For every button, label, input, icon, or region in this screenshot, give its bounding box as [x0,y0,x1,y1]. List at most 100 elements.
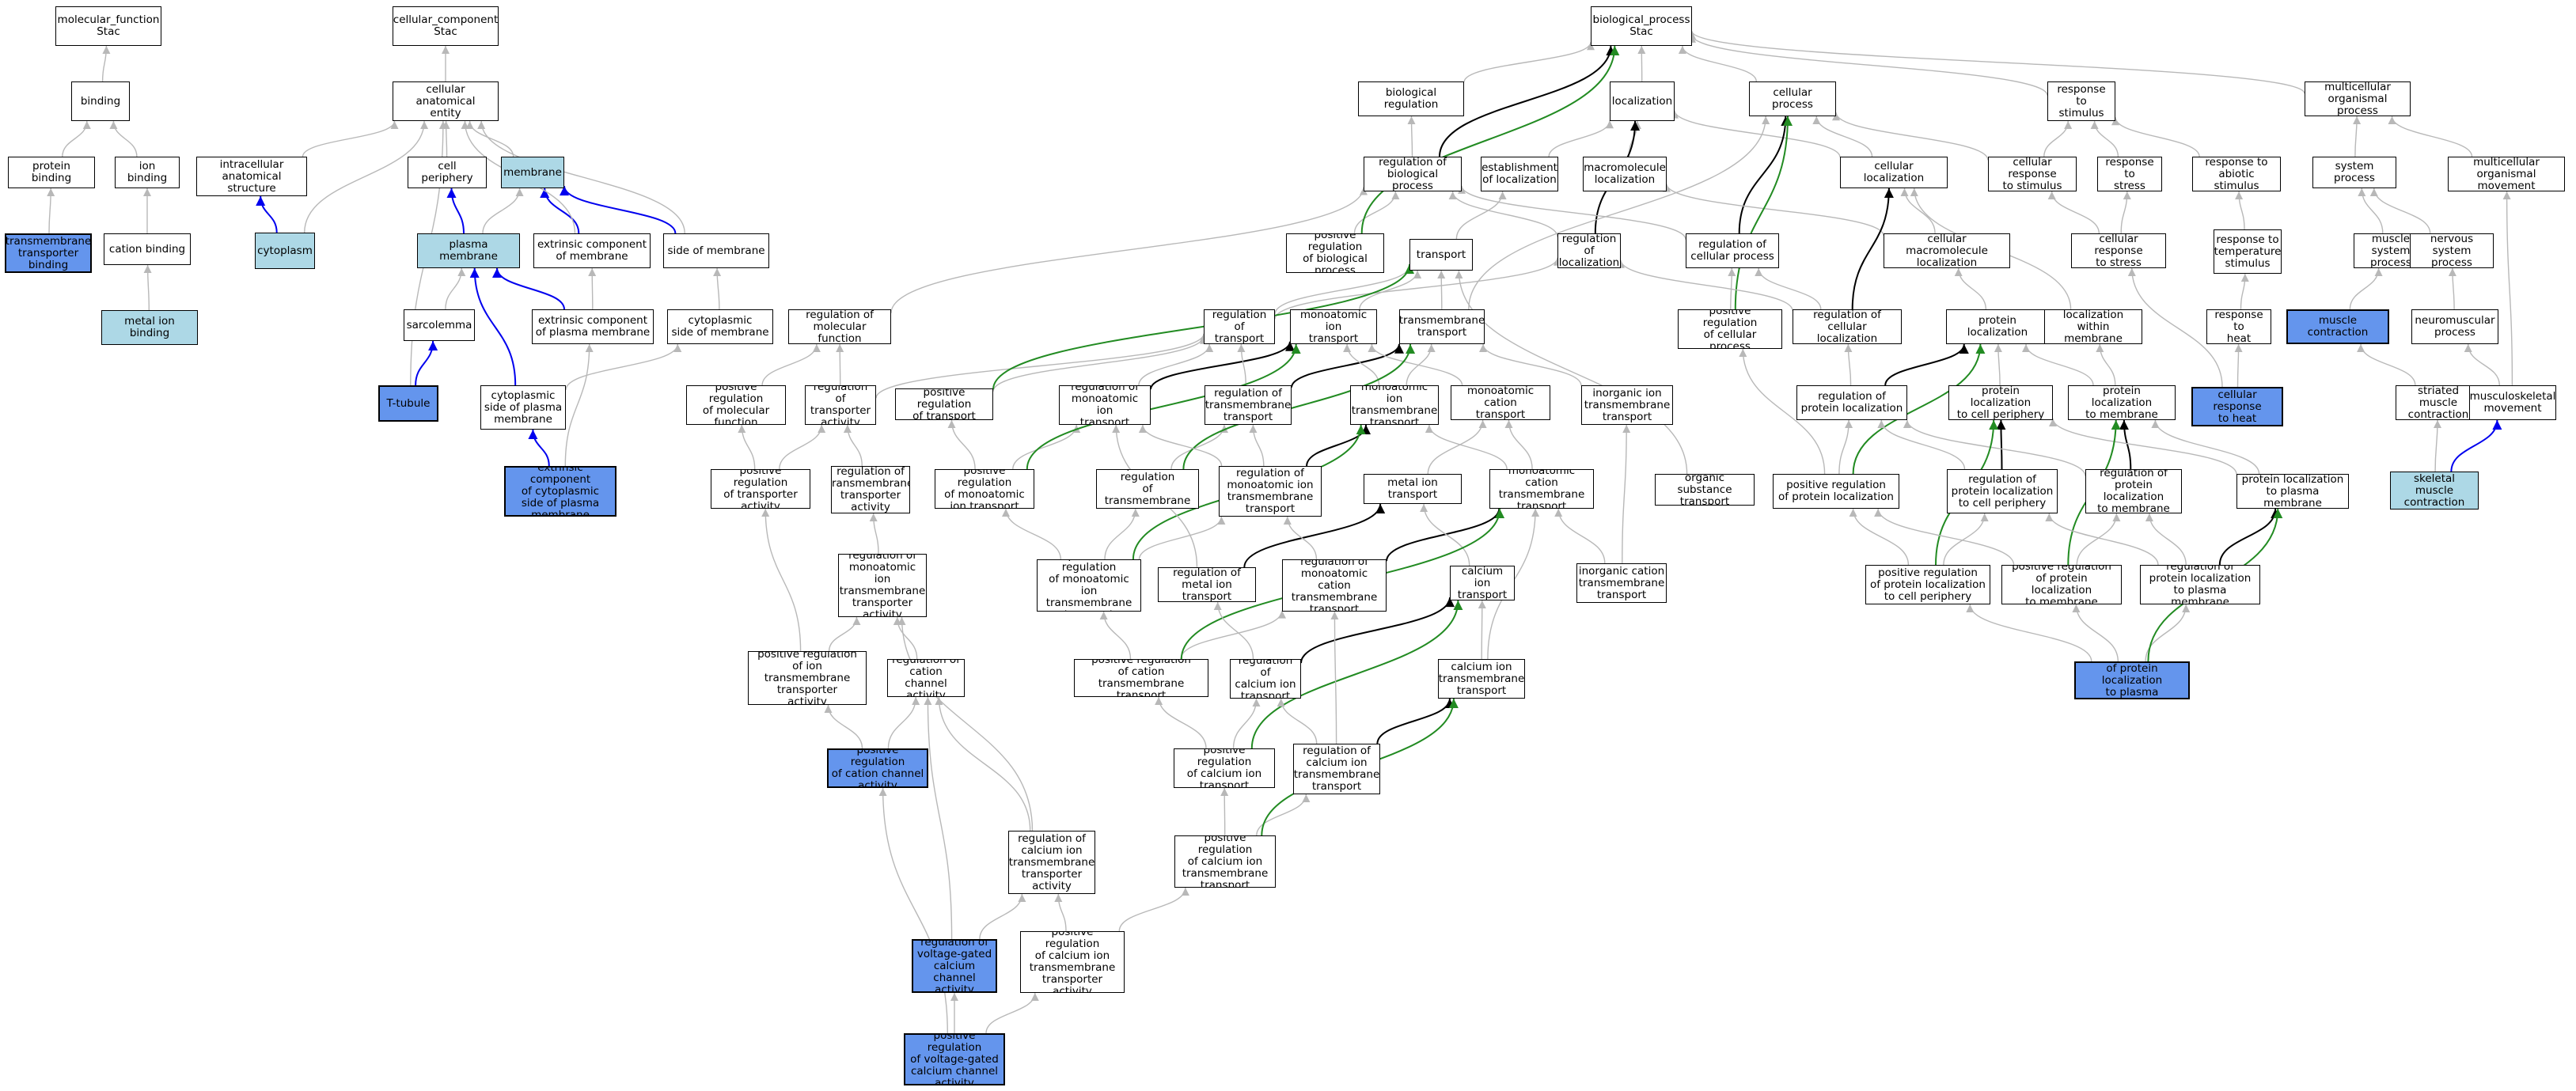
arrowhead-locwithinmem-to-cellloc [1910,188,1918,196]
go-term-nervsys: nervous system process [2410,233,2494,268]
arrowhead-metaliontrans-to-monocation [1478,420,1487,428]
go-term-monoiontm: monoatomic ion transmembrane transport [1350,385,1439,425]
go-term-monocationtm: monoatomic cation transmembrane transpor… [1489,469,1594,509]
go-term-orgsubst: organic substance transport [1655,474,1755,506]
arrowhead-regmonoion-to-regtransport [1205,344,1214,352]
arrowhead-posregprotlocper-to-posregprotloc [1849,509,1857,517]
arrowhead-calciumion-to-metaliontrans [1420,504,1428,512]
go-term-tmtransport: transmembrane transport [1399,309,1485,344]
arrowhead-multimove-to-multiorg [2388,116,2396,124]
arrowhead-cytosidemem-to-sidemem [713,268,722,276]
arrowhead-ionbind-to-binding [109,121,118,129]
arrowhead-posregcationtm-to-regmonocationtm [1278,610,1286,619]
arrowhead-neuromusc-to-nervsys [2448,268,2456,276]
arrowhead-regprotlocmem-to-protlocmem [2119,420,2129,430]
arrowhead-posregvgcc-to-posregcationchan [878,788,887,796]
arrowhead-protloc-to-cellmacroloc [1954,268,1963,276]
edge-muskelmove-to-multimove [2506,191,2513,386]
edge-posregtmtrans-to-tmtransport [1182,343,1412,470]
arrowhead-regcaiontmact-to-regcationchan [935,697,943,705]
edge-respabiotic-to-resptostim [2115,117,2200,157]
arrowhead-regmonoiontm-to-regtmtrans [1249,425,1258,433]
arrowhead-extcompmem-to-membrane [540,188,550,198]
go-term-cellper: cell periphery [408,157,487,188]
go-term-localization: localization [1610,81,1675,121]
arrowhead-cellloc-to-cellproc [1812,116,1821,124]
go-term-transport: transport [1409,239,1473,271]
arrowhead-regcellloc-to-cellloc [1884,188,1894,198]
arrowhead-estloc-to-localization [1606,120,1614,129]
arrowhead-regmetalion-to-metaliontrans [1375,504,1386,513]
go-term-regmonoion: regulation of monoatomic ion transport [1059,385,1151,425]
arrowhead-posregtransact-to-posregmolfunc [738,425,746,433]
edge-regcellloc-to-cellloc [1851,188,1890,310]
go-term-regcaion: regulation of calcium ion transport [1230,659,1301,699]
go-term-cellrespstress: cellular response to stress [2071,233,2166,268]
edge-regloc-to-regbioproc [1451,191,1558,237]
arrowhead-regprotlocpm-to-regprotlocmem [2145,513,2153,521]
go-term-metalbind: metal ion binding [101,310,198,345]
arrowhead-monoiontm-to-tmtransport [1427,344,1436,352]
go-term-protlocper: protein localization to cell periphery [1948,385,2053,420]
arrowhead-posregprotlocper-to-regprotlocper [1980,513,1989,521]
arrowhead-cellproc-to-bp [1678,46,1686,54]
edge-posregiontmact-to-posregtransact [764,508,802,652]
arrowhead-regmonoion-to-monoiontrans [1285,341,1295,351]
arrowhead-inorgiontm-to-tmtransport [1479,344,1487,352]
arrowhead-inorgcationtm-to-monocationtm [1554,509,1563,517]
arrowhead-posregmonoiontm-to-monoiontm [1356,425,1366,434]
arrowhead-respabiotic-to-resptostim [2111,117,2119,126]
arrowhead-posregcell-to-cellproc [1783,116,1793,126]
edge-regcaiontmact-to-regcationchan [938,696,1031,832]
edge-orgsubst-to-transport [1458,270,1688,475]
arrowhead-regcaiontm-to-regmonocationtm [1330,612,1339,619]
edge-posregprotloc-to-protloc [1852,343,1982,475]
arrowhead-plasmamem-to-cellper [446,188,457,198]
edge-tmtransport-to-cellproc [1468,116,1766,310]
go-term-metaliontrans: metal ion transport [1364,474,1462,504]
go-term-regcaiontmact: regulation of calcium ion transmembrane … [1008,831,1095,894]
arrowhead-cytoplasm-to-cae [420,121,429,129]
edge-posregprotlocpm-to-posregprotlocper [1969,604,2092,662]
go-term-protlocpm: protein localization to plasma membrane [2236,474,2349,509]
arrowhead-posregmonoiontm-to-posregmonoion [1002,509,1010,517]
arrowhead-sidemem-to-membrane [560,186,569,196]
go-term-regcellproc: regulation of cellular process [1686,233,1779,268]
arrowhead-monoiontm-to-monoiontrans [1343,344,1352,352]
go-term-posregiontmact: positive regulation of ion transmembrane… [748,651,867,705]
edge-calciumion-to-metaliontrans [1423,503,1470,566]
arrowhead-posregprotlocpm-to-posregprotlocper [1966,604,1975,612]
go-term-multiorg: multicellular organismal process [2305,81,2411,116]
go-term-posregprotlocpm: positive regulation of protein localizat… [2074,661,2190,699]
go-term-regcationchan: regulation of cation channel activity [887,659,965,697]
edge-regtransport-to-regloc [1274,257,1558,320]
edge-cellproc-to-bp [1682,45,1757,82]
arrowhead-regprotlocpm-to-regprotlocper [2045,513,2054,521]
arrowhead-posregprotlocpm-to-posregprotlocmem [2072,604,2081,612]
edge-regprotlocpm-to-regprotlocper [2048,513,2159,566]
arrowhead-regprotlocmem-to-regprotloc [1903,420,1911,428]
arrowhead-regloc-to-regbioproc [1448,191,1457,199]
arrowhead-posregbio-to-bp [1610,46,1620,55]
arrowhead-protlocper-to-protloc [1994,344,2002,352]
arrowhead-cellrespstress-to-cellresp [2047,191,2056,199]
arrowhead-posregiontmact-to-regmonoiontmact [852,617,861,625]
edge-posregtrans-to-regtransport [992,335,1205,392]
go-term-ttubule: T-tubule [378,385,438,422]
arrowhead-cellrespheat-to-cellrespstress [2127,268,2136,276]
edge-posregprotlocmem-to-posregprotloc [1877,508,2015,566]
edge-cellrespheat-to-cellrespstress [2131,267,2223,388]
go-term-multimove: multicellular organismal movement [2448,157,2565,191]
arrowhead-posregvgcc-to-regvgcc [950,993,958,1001]
arrowhead-posregcaiontm-to-regcaiontm [1302,794,1311,802]
go-term-striated: striated muscle contraction [2396,385,2481,420]
arrowhead-tmtb-to-protbind [47,188,55,196]
go-term-muskelmove: musculoskeletal movement [2469,385,2556,420]
arrowhead-posregtransact-to-regtransact [818,425,826,433]
edge-posregcell-to-cellproc [1734,116,1789,310]
edge-regmonoiontm-to-regmonoion [1142,424,1223,467]
arrowhead-sarcolemma-to-plasmamem [457,268,466,276]
arrowhead-cellrespstress-to-resptostress [2123,191,2131,199]
go-term-regbioproc: regulation of biological process [1364,157,1462,191]
